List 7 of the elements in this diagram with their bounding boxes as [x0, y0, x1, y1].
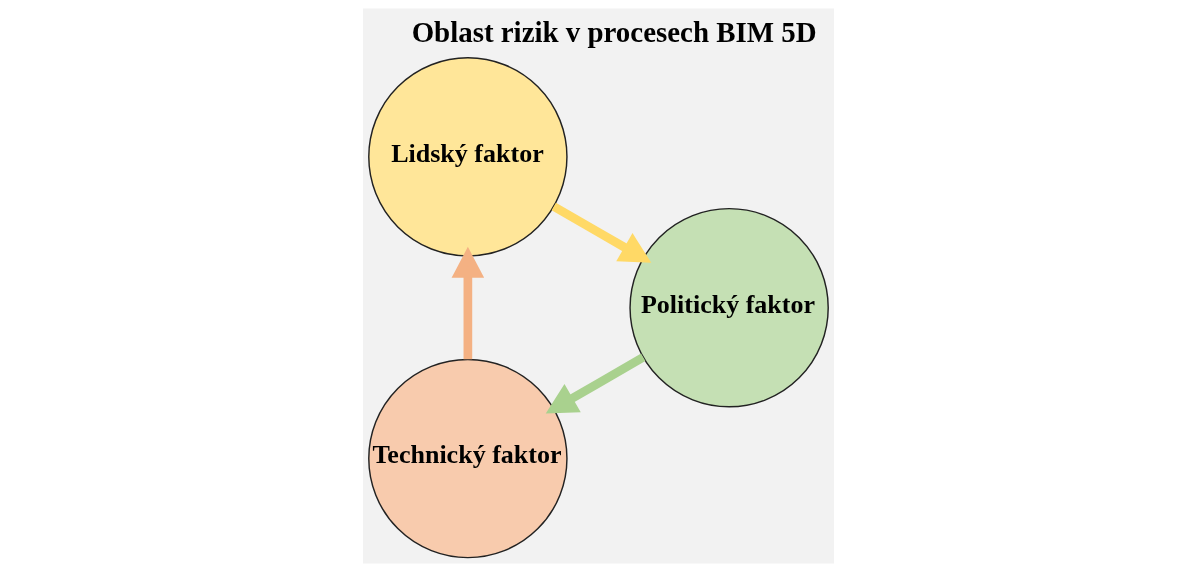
arrow	[551, 202, 652, 263]
node-circle: Politický faktor	[629, 207, 829, 408]
node-circle: Technický faktor	[368, 358, 568, 559]
arrow	[451, 246, 485, 360]
diagram-title: Oblast rizik v procesech BIM 5D	[411, 15, 817, 48]
arrow	[545, 353, 646, 414]
node-circle: Lidský faktor	[368, 57, 568, 257]
